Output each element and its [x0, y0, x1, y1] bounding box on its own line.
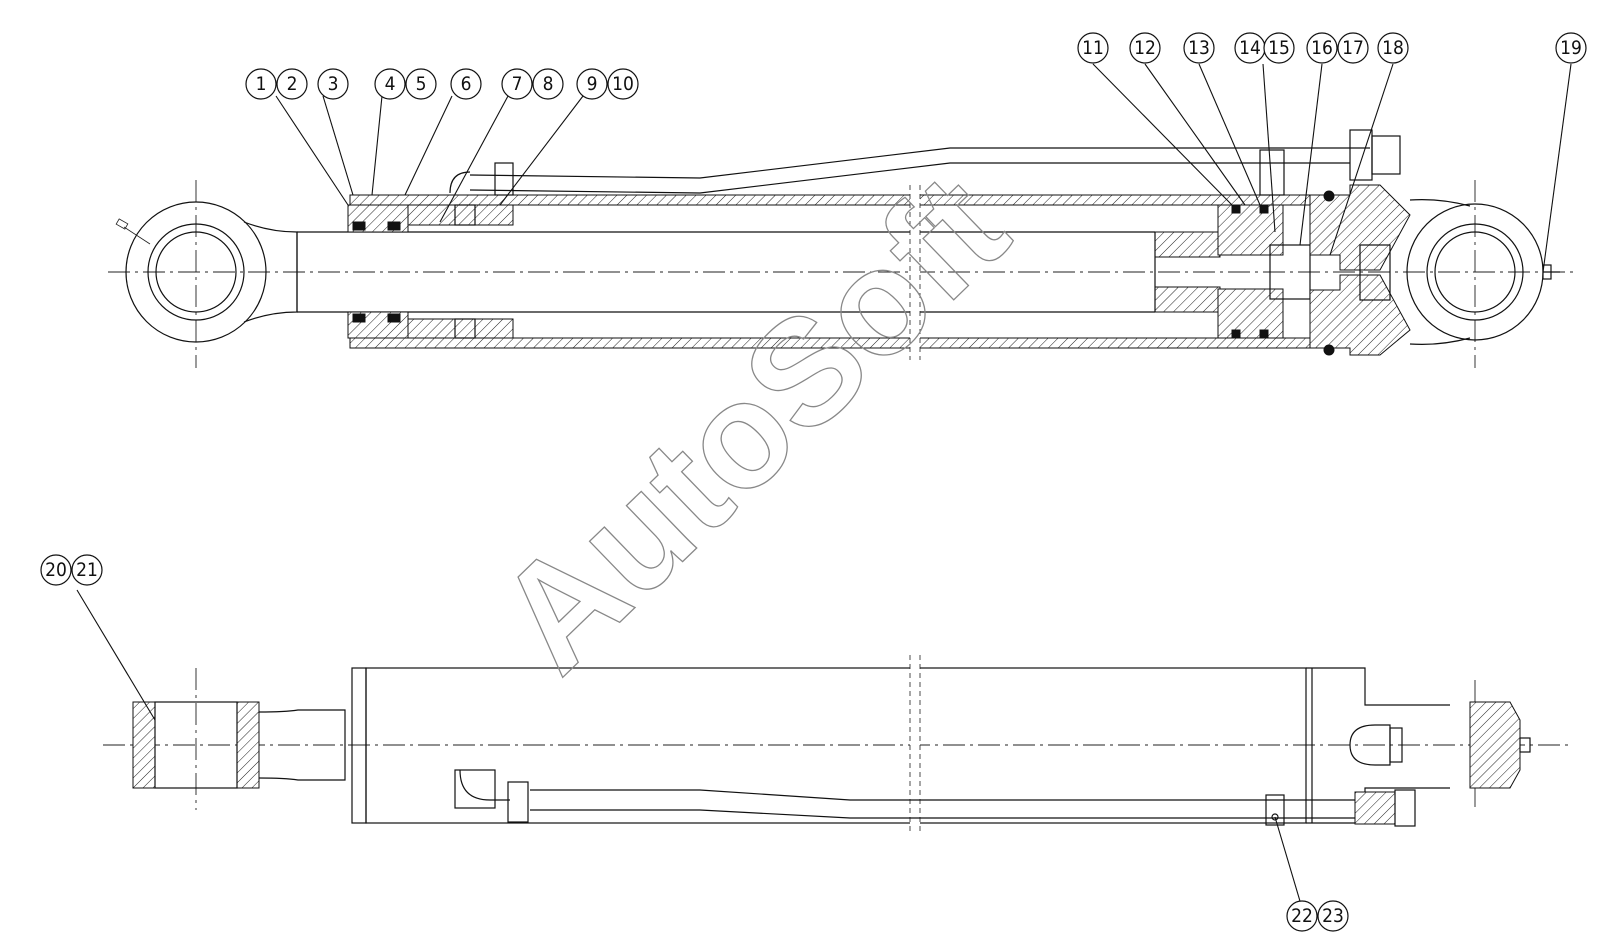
callout-3: 3 [317, 68, 349, 100]
callout-6: 6 [450, 68, 482, 100]
bottom-exterior-view [103, 655, 1570, 835]
callout-9: 9 [576, 68, 608, 100]
svg-text:7: 7 [512, 73, 523, 95]
callout-14: 14 [1234, 32, 1266, 64]
callout-5: 5 [405, 68, 437, 100]
base-side-right [1340, 667, 1531, 824]
callout-8: 8 [532, 68, 564, 100]
callout-18: 18 [1377, 32, 1409, 64]
svg-text:6: 6 [461, 73, 472, 95]
callout-23: 23 [1317, 900, 1349, 932]
svg-text:4: 4 [385, 73, 396, 95]
callout-12: 12 [1129, 32, 1161, 64]
rod-eye-side-left [132, 701, 346, 789]
svg-text:18: 18 [1382, 37, 1404, 59]
callout-17: 17 [1337, 32, 1369, 64]
hydraulic-tube-top [449, 129, 1401, 196]
svg-text:14: 14 [1239, 37, 1261, 59]
svg-text:21: 21 [76, 559, 98, 581]
callout-7: 7 [501, 68, 533, 100]
cylinder-head [347, 204, 514, 339]
callout-20: 20 [40, 554, 72, 586]
svg-text:3: 3 [328, 73, 339, 95]
callout-10: 10 [607, 68, 639, 100]
top-section-view [108, 129, 1575, 368]
svg-text:23: 23 [1322, 905, 1344, 927]
piston-rod [296, 231, 1155, 313]
callout-2: 2 [276, 68, 308, 100]
svg-text:8: 8 [543, 73, 554, 95]
barrel-body [351, 655, 1340, 835]
svg-text:16: 16 [1311, 37, 1333, 59]
callout-1: 1 [245, 68, 277, 100]
cylinder-base [1309, 184, 1411, 356]
svg-text:22: 22 [1291, 905, 1313, 927]
piston-assembly [1154, 204, 1311, 339]
callout-13: 13 [1183, 32, 1215, 64]
svg-text:1: 1 [256, 73, 267, 95]
svg-text:15: 15 [1268, 37, 1290, 59]
svg-text:9: 9 [587, 73, 598, 95]
watermark-text: AutoSoft [466, 142, 1038, 703]
svg-text:20: 20 [45, 559, 67, 581]
svg-text:17: 17 [1342, 37, 1364, 59]
svg-text:19: 19 [1560, 37, 1582, 59]
callout-22: 22 [1286, 900, 1318, 932]
hydraulic-tube-bottom [454, 769, 1416, 827]
callout-21: 21 [71, 554, 103, 586]
callout-4: 4 [374, 68, 406, 100]
leader-lines [76, 63, 1572, 919]
svg-text:11: 11 [1082, 37, 1104, 59]
callout-16: 16 [1306, 32, 1338, 64]
callout-15: 15 [1263, 32, 1295, 64]
svg-text:10: 10 [612, 73, 634, 95]
svg-text:2: 2 [287, 73, 298, 95]
svg-text:5: 5 [416, 73, 427, 95]
svg-text:12: 12 [1134, 37, 1156, 59]
callout-11: 11 [1077, 32, 1109, 64]
callout-19: 19 [1555, 32, 1587, 64]
svg-text:13: 13 [1188, 37, 1210, 59]
